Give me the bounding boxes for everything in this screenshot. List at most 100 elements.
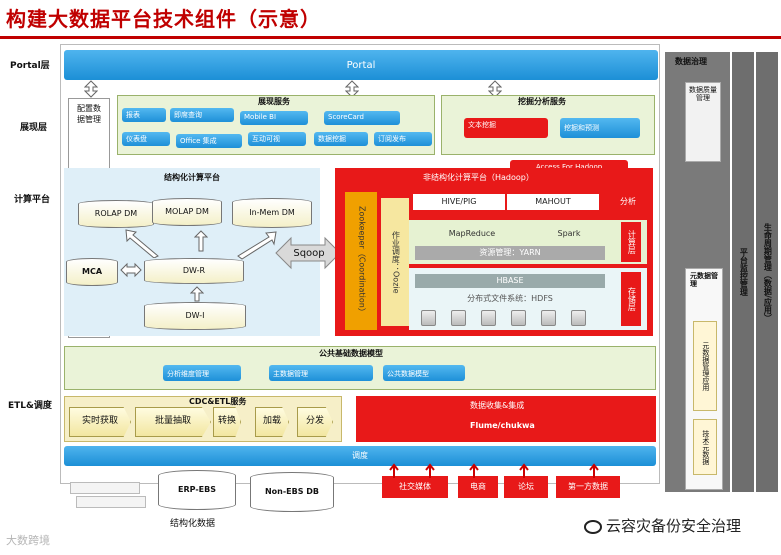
- up-arrow-icon: [194, 230, 208, 252]
- service-mobile-bi: Mobile BI: [240, 111, 308, 125]
- portal-bar: Portal: [64, 50, 658, 80]
- lifecycle-column: 生命周期管理（数据/应用）: [756, 52, 778, 492]
- master-data-mgmt: 主数据管理: [269, 365, 373, 381]
- service-office: Office 集成: [176, 134, 242, 148]
- service-subscribe: 订阅发布: [374, 132, 432, 146]
- hbase: HBASE: [415, 274, 605, 288]
- public-data-model-panel: 公共基础数据模型 分析维度管理 主数据管理 公共数据模型: [64, 346, 656, 390]
- metadata-mgmt-panel: 元数据管理 元数据管理应用 技术元数据: [685, 268, 723, 490]
- architecture-frame: [60, 44, 660, 484]
- metadata-mgmt-label: 元数据管理: [690, 272, 718, 288]
- metadata-app: 元数据管理应用: [693, 321, 717, 411]
- tech-metadata: 技术元数据: [693, 419, 717, 475]
- hadoop-platform-title: 非结构化计算平台（Hadoop）: [423, 173, 534, 182]
- diagonal-arrow-icon: [125, 229, 159, 258]
- dw-i: DW-I: [144, 302, 246, 330]
- data-quality-mgmt: 数据质量管理: [685, 82, 721, 162]
- wechat-icon: [584, 520, 602, 534]
- dw-r: DW-R: [144, 258, 244, 284]
- lifecycle-label: 生命周期管理（数据/应用）: [763, 222, 773, 322]
- service-report: 报表: [122, 108, 166, 122]
- storage-layer-block: HBASE 分布式文件系统：HDFS 存储层: [409, 268, 647, 330]
- compute-layer-label: 计算层: [621, 222, 641, 262]
- presentation-services-panel: 展现服务 报表 即席查询 Mobile BI ScoreCard 仪表盘 Off…: [117, 95, 435, 155]
- disk-icon: [481, 310, 496, 326]
- source-forum: 论坛: [504, 476, 548, 498]
- mahout: MAHOUT: [507, 194, 599, 210]
- hive-pig: HIVE/PIG: [413, 194, 505, 210]
- service-data-mining: 数据挖掘: [314, 132, 368, 146]
- updown-arrow-icon: [84, 80, 98, 98]
- yarn: 资源管理：YARN: [415, 246, 605, 260]
- public-data-model-title: 公共基础数据模型: [319, 349, 383, 358]
- schedule-bar: 调度: [64, 446, 656, 466]
- cdc-etl-panel: CDC&ETL服务 实时获取 批量抽取 转换 加载 分发: [64, 396, 342, 442]
- source-social: 社交媒体: [382, 476, 448, 498]
- sqoop-label: Sqoop: [293, 247, 325, 259]
- rolap-dm: ROLAP DM: [78, 200, 154, 228]
- analysis-layer: 分析: [620, 196, 636, 206]
- presentation-services-title: 展现服务: [258, 97, 290, 106]
- structured-platform-title: 结构化计算平台: [164, 173, 220, 182]
- erp-ebs-db: ERP-EBS: [158, 470, 236, 510]
- bidirectional-arrow-icon: [120, 262, 142, 278]
- up-arrow-icon: [190, 286, 204, 302]
- diagonal-arrow-icon: [237, 231, 277, 260]
- predictive-mining: 挖掘和预测: [560, 118, 640, 138]
- page-title: 构建大数据平台技术组件（示意）: [6, 7, 321, 31]
- in-mem-dm: In-Mem DM: [232, 198, 312, 228]
- non-ebs-db: Non-EBS DB: [250, 472, 334, 512]
- title-underline: [0, 36, 781, 39]
- source-ecommerce: 电商: [458, 476, 498, 498]
- server-rack-icon: [70, 476, 150, 510]
- zookeeper: Zookeeper（Coordination）: [345, 192, 377, 330]
- mining-services-title: 挖掘分析服务: [518, 97, 566, 106]
- disk-icon: [571, 310, 586, 326]
- etl-distribute: 分发: [297, 407, 333, 437]
- layer-label-portal: Portal层: [10, 61, 50, 71]
- mining-services-panel: 挖掘分析服务 文本挖掘 挖掘和预测: [441, 95, 655, 155]
- disk-icon: [421, 310, 436, 326]
- platform-monitor-label: 平台监控管理: [739, 248, 749, 296]
- watermark-left: 大数跨境: [6, 534, 50, 547]
- layer-label-presentation: 展现层: [20, 123, 48, 133]
- source-upload-arrows-icon: [389, 463, 599, 478]
- data-quality-mgmt-label: 数据质量管理: [689, 86, 717, 102]
- data-collect-tool: Flume/chukwa: [470, 421, 535, 430]
- source-third-party: 第一方数据: [556, 476, 620, 498]
- etl-batch: 批量抽取: [135, 407, 211, 437]
- disk-icon: [511, 310, 526, 326]
- layer-label-etl: ETL&调度: [8, 401, 52, 411]
- cdc-etl-title: CDC&ETL服务: [189, 397, 247, 406]
- text-mining: 文本挖掘: [464, 118, 548, 138]
- watermark-right: 云容灾备份安全治理: [606, 517, 742, 535]
- disk-icon: [541, 310, 556, 326]
- etl-realtime: 实时获取: [69, 407, 131, 437]
- etl-load: 加载: [255, 407, 289, 437]
- structured-data-label: 结构化数据: [170, 519, 216, 529]
- service-visual: 互动可视: [248, 132, 306, 146]
- spark: Spark: [557, 228, 581, 238]
- service-scorecard: ScoreCard: [324, 111, 400, 125]
- layer-label-compute: 计算平台: [14, 195, 51, 205]
- public-model: 公共数据模型: [383, 365, 465, 381]
- service-dashboard: 仪表盘: [122, 132, 170, 146]
- etl-transform: 转换: [213, 407, 241, 437]
- hdfs: 分布式文件系统：HDFS: [467, 293, 553, 303]
- governance-column: 数据治理 数据质量管理 元数据管理 元数据管理应用 技术元数据: [665, 52, 730, 492]
- config-data-mgmt-label: 配置数据管理: [77, 104, 101, 124]
- compute-layer-block: MapReduce Spark 资源管理：YARN 计算层: [409, 220, 647, 264]
- data-collect-panel: 数据收集&集成 Flume/chukwa: [356, 396, 656, 442]
- dimension-mgmt: 分析维度管理: [163, 365, 241, 381]
- oozie: 作业调度：Oozie: [381, 198, 409, 326]
- mapreduce: MapReduce: [448, 228, 496, 238]
- platform-monitor-column: 平台监控管理: [732, 52, 754, 492]
- data-collect-title: 数据收集&集成: [470, 401, 525, 410]
- mca: MCA: [66, 258, 118, 286]
- molap-dm: MOLAP DM: [152, 198, 222, 226]
- governance-title: 数据治理: [675, 57, 707, 66]
- storage-layer-label: 存储层: [621, 272, 641, 326]
- service-adhoc-query: 即席查询: [170, 108, 234, 122]
- hadoop-platform-panel: 非结构化计算平台（Hadoop） Zookeeper（Coordination）…: [335, 168, 653, 336]
- disk-icon: [451, 310, 466, 326]
